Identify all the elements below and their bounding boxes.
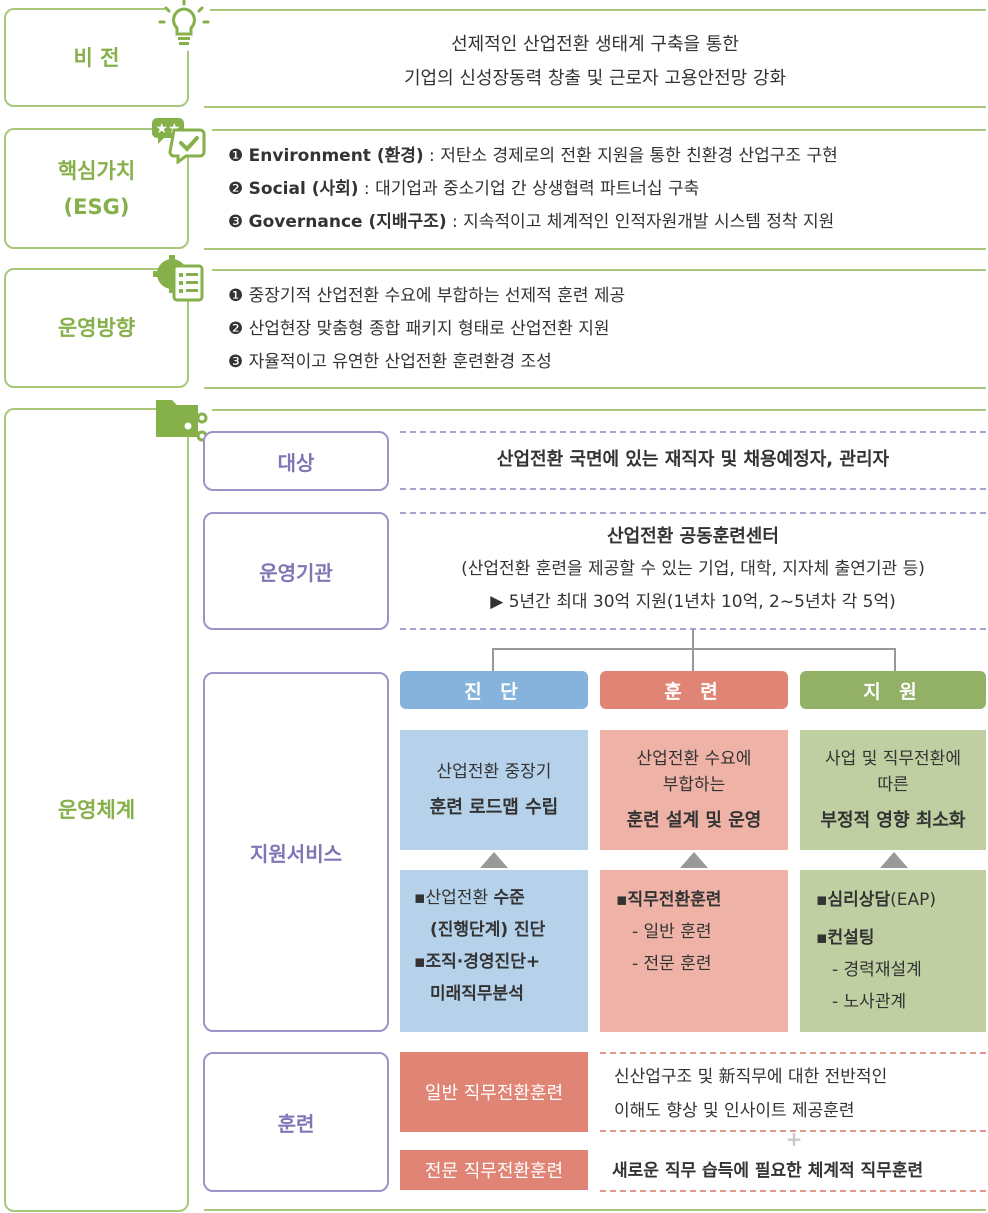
core-value-item: ❶ Environment (환경) : 저탄소 경제로의 전환 지원을 통한 … <box>228 146 838 166</box>
support-arrow-up <box>880 852 908 868</box>
agency-funding: ▶ 5년간 최대 30억 지원(1년차 10억, 2~5년차 각 5억) <box>490 592 896 612</box>
vision-label-box: 비 전 <box>4 8 189 107</box>
vision-bottom-line <box>204 106 986 108</box>
training-plus: + <box>785 1127 803 1151</box>
agency-text: 산업전환 공동훈련센터 (산업전환 훈련을 제공할 수 있는 기업, 대학, 지… <box>400 520 986 619</box>
direction-item: ❶ 중장기적 산업전환 수요에 부합하는 선제적 훈련 제공 <box>228 286 626 306</box>
diagnosis-header: 진 단 <box>400 671 588 709</box>
direction-item: ❸ 자율적이고 유연한 산업전환 훈련환경 조성 <box>228 352 552 372</box>
diagnosis-bullet-2: ▪조직·경영진단+ <box>414 952 541 972</box>
core-values-label-box: 핵심가치 (ESG) <box>4 128 189 249</box>
expert-training-desc: 새로운 직무 습득에 필요한 체계적 직무훈련 <box>612 1161 924 1181</box>
vision-text-line2: 기업의 신성장동력 창출 및 근로자 고용안전망 강화 <box>403 68 787 89</box>
target-bottom-dash <box>400 488 986 490</box>
core-values-list: ❶ Environment (환경) : 저탄소 경제로의 전환 지원을 통한 … <box>228 140 988 239</box>
system-label-box: 운영체계 <box>4 408 189 1212</box>
training-arrow-up <box>680 852 708 868</box>
connector-vertical <box>692 629 694 649</box>
core-value-item: ❷ Social (사회) : 대기업과 중소기업 간 상생협력 파트너십 구축 <box>228 179 700 199</box>
core-values-label: 핵심가치 <box>57 158 136 183</box>
support-desc: 사업 및 직무전환에 따른 부정적 영향 최소화 <box>800 730 986 850</box>
gear-list-icon <box>152 254 208 304</box>
support-details: ▪심리상담(EAP) ▪컨설팅 - 경력재설계 - 노사관계 <box>800 870 986 1032</box>
training-dash-mid <box>600 1130 986 1132</box>
support-header: 지 원 <box>800 671 986 709</box>
support-main-1: ▪심리상담(EAP) <box>816 890 936 910</box>
diagnosis-bullet-1-cont: (진행단계) 진단 <box>430 920 546 940</box>
core-values-bottom-line <box>204 248 986 250</box>
target-top-dash <box>400 431 986 433</box>
target-text: 산업전환 국면에 있는 재직자 및 채용예정자, 관리자 <box>496 449 890 470</box>
connector-left-drop <box>492 648 494 671</box>
core-value-item: ❸ Governance (지배구조) : 지속적이고 체계적인 인적자원개발 … <box>228 212 835 232</box>
direction-top-line <box>212 269 986 271</box>
vision-label: 비 전 <box>73 45 120 70</box>
general-training-desc: 신산업구조 및 新직무에 대한 전반적인 이해도 향상 및 인사이트 제공훈련 <box>614 1067 888 1121</box>
direction-list: ❶ 중장기적 산업전환 수요에 부합하는 선제적 훈련 제공 ❷ 산업현장 맞춤… <box>228 280 988 379</box>
diagnosis-desc: 산업전환 중장기 훈련 로드맵 수립 <box>400 730 588 850</box>
support-main-2: ▪컨설팅 <box>816 928 875 948</box>
chat-check-icon: ★★ <box>150 116 208 165</box>
training-label: 훈련 <box>277 1111 315 1136</box>
core-values-label-esg: (ESG) <box>63 194 130 219</box>
training-details: ▪직무전환훈련 - 일반 훈련 - 전문 훈련 <box>600 870 788 1032</box>
direction-item: ❷ 산업현장 맞춤형 종합 패키지 형태로 산업전환 지원 <box>228 319 610 339</box>
agency-top-dash <box>400 512 986 514</box>
diagnosis-arrow-up <box>480 852 508 868</box>
connector-horizontal <box>492 648 896 650</box>
target-label-box: 대상 <box>203 431 389 491</box>
diagnosis-bullet-1: ▪산업전환 수준 <box>414 888 525 908</box>
core-values-top-line <box>212 129 986 131</box>
agency-sub: (산업전환 훈련을 제공할 수 있는 기업, 대학, 지자체 출연기관 등) <box>461 559 925 579</box>
training-dash-top <box>600 1052 986 1054</box>
system-top-line <box>212 409 986 411</box>
expert-training-box: 전문 직무전환훈련 <box>400 1150 588 1190</box>
connector-right-drop <box>894 648 896 671</box>
direction-label: 운영방향 <box>57 316 136 340</box>
vision-top-line <box>210 9 986 11</box>
target-label: 대상 <box>277 450 315 475</box>
system-bottom-line <box>204 1209 986 1211</box>
training-label-box: 훈련 <box>203 1052 389 1192</box>
vision-text-line1: 선제적인 산업전환 생태계 구축을 통한 <box>451 34 739 55</box>
training-sub-2: - 전문 훈련 <box>632 954 712 974</box>
folder-share-icon <box>152 394 210 444</box>
agency-title: 산업전환 공동훈련센터 <box>607 526 779 547</box>
support-sub-1: - 경력재설계 <box>832 960 922 980</box>
agency-label: 운영기관 <box>259 560 333 585</box>
training-header: 훈 련 <box>600 671 788 709</box>
training-sub-1: - 일반 훈련 <box>632 922 712 942</box>
training-desc: 산업전환 수요에 부합하는 훈련 설계 및 운영 <box>600 730 788 850</box>
lightbulb-icon <box>156 0 212 52</box>
diagnosis-bullet-2-cont: 미래직무분석 <box>430 984 524 1004</box>
support-sub-2: - 노사관계 <box>832 992 907 1012</box>
diagnosis-details: ▪산업전환 수준 (진행단계) 진단 ▪조직·경영진단+ 미래직무분석 <box>400 870 588 1032</box>
general-training-box: 일반 직무전환훈련 <box>400 1052 588 1132</box>
direction-label-box: 운영방향 <box>4 268 189 388</box>
agency-label-box: 운영기관 <box>203 512 389 630</box>
services-label-box: 지원서비스 <box>203 672 389 1032</box>
connector-mid-drop <box>692 648 694 671</box>
system-label: 운영체계 <box>57 798 136 822</box>
training-dash-bottom <box>600 1190 986 1192</box>
direction-bottom-line <box>204 387 986 389</box>
training-main: ▪직무전환훈련 <box>616 890 722 910</box>
services-label: 지원서비스 <box>250 841 342 866</box>
